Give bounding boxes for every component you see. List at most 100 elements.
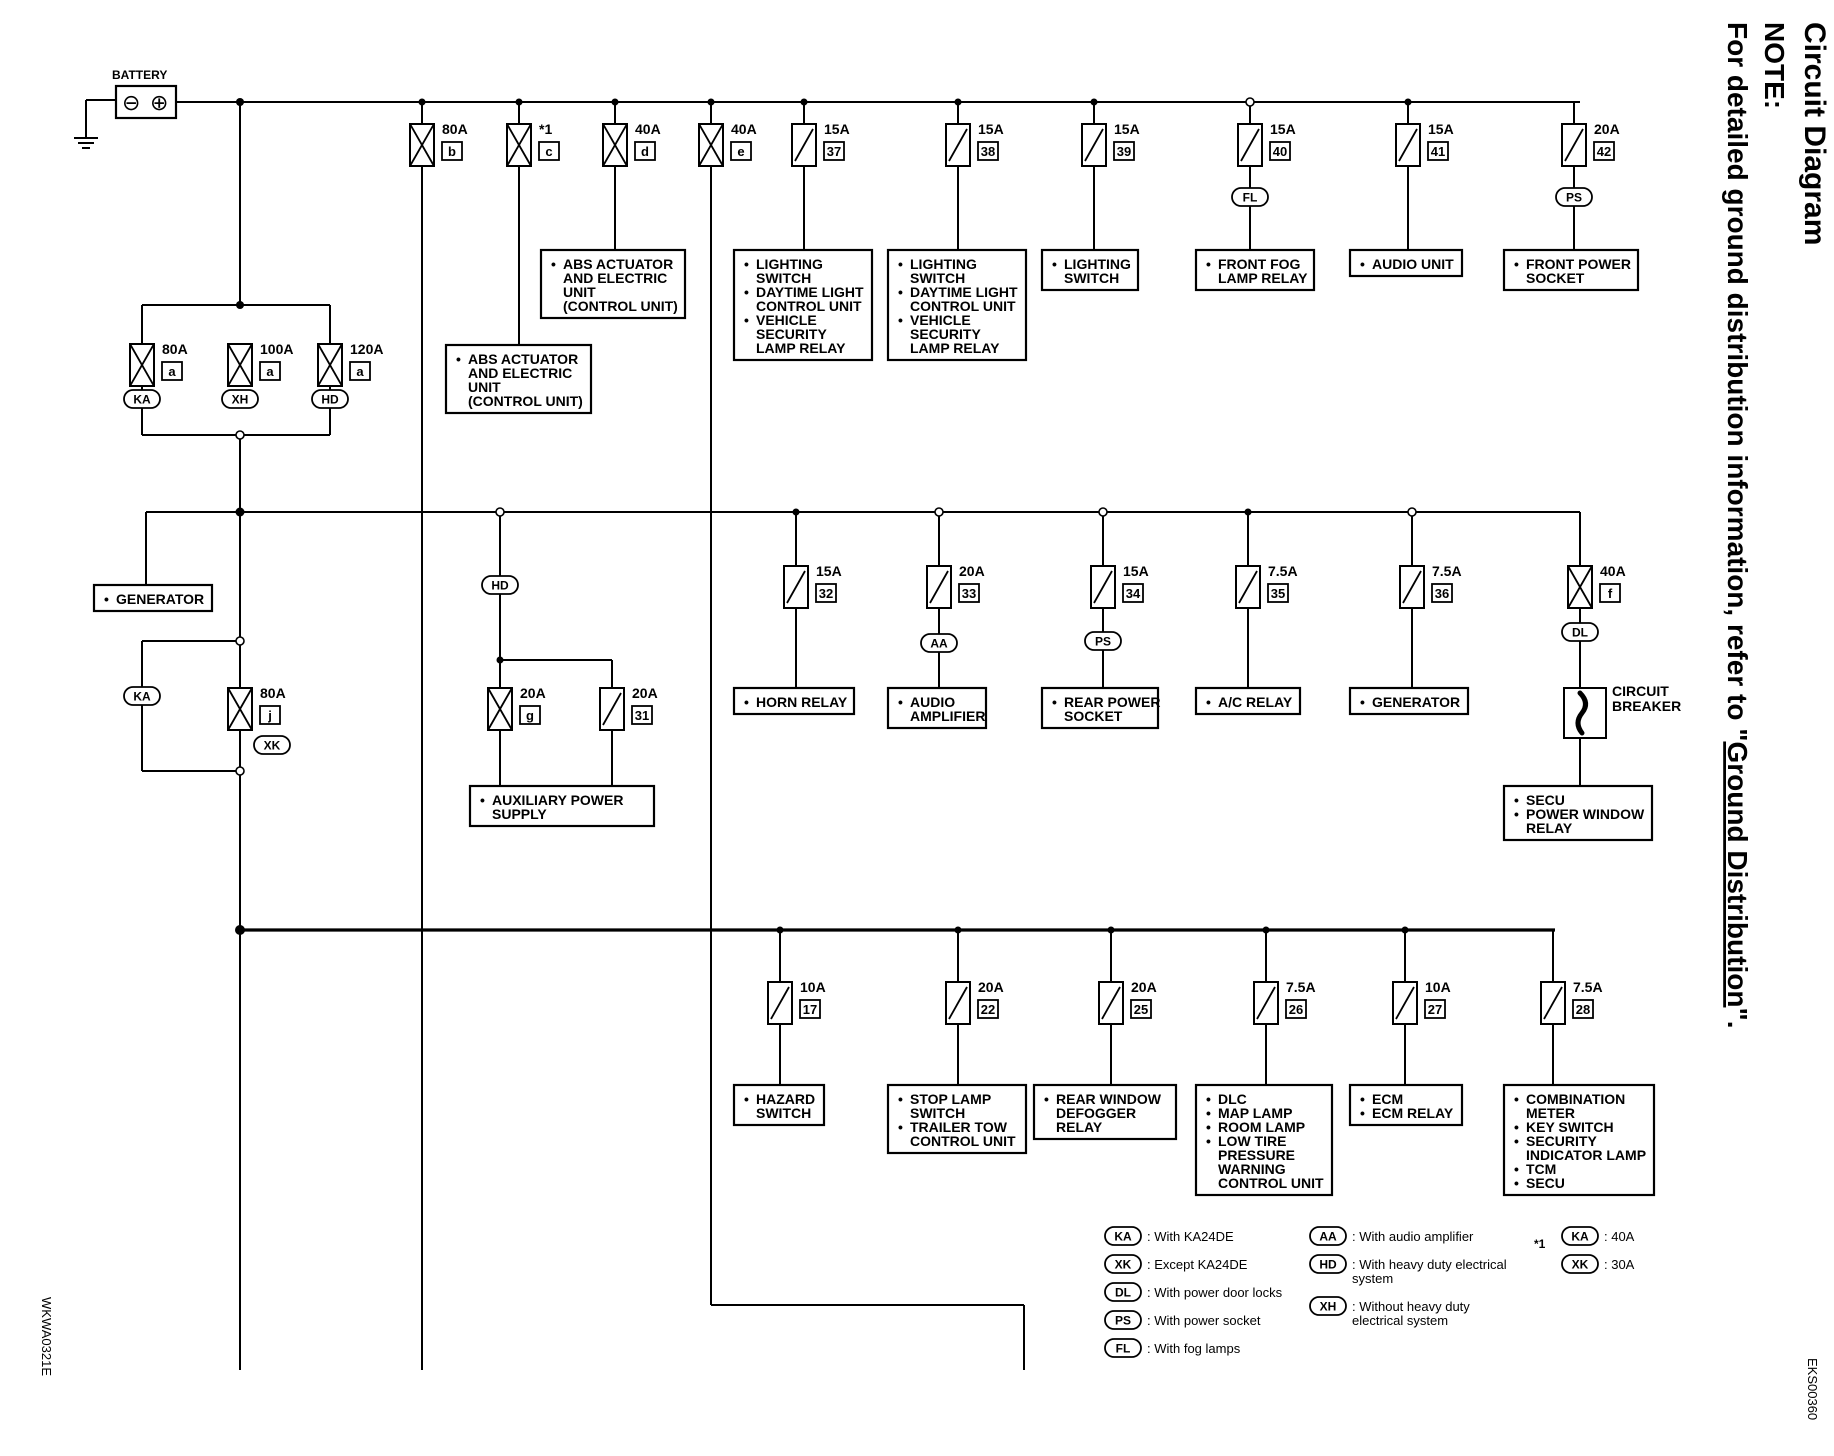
- load-line: WARNING: [1218, 1161, 1286, 1177]
- load-line: LAMP RELAY: [910, 340, 1000, 356]
- load-bullet: •: [1514, 1175, 1519, 1191]
- load-line: GENERATOR: [1372, 694, 1460, 710]
- load-line: REAR WINDOW: [1056, 1091, 1162, 1107]
- legend-text: : With power socket: [1147, 1313, 1261, 1328]
- section-code: EKS00360: [1805, 1358, 1820, 1420]
- condition-code: HD: [1319, 1258, 1337, 1272]
- fuse-rating: 40A: [731, 121, 757, 137]
- fuse-rating: 15A: [824, 121, 850, 137]
- fuse-rating: 7.5A: [1432, 563, 1462, 579]
- legend-item-xk: XK: Except KA24DE: [1104, 1254, 1248, 1274]
- load-bullet: •: [104, 591, 109, 607]
- load-line: AUXILIARY POWER: [492, 792, 623, 808]
- legend-code-xk: XK: [1104, 1254, 1142, 1274]
- fuse-index: 17: [803, 1002, 817, 1017]
- fuse-index: d: [641, 144, 649, 159]
- load-line: SWITCH: [756, 1105, 811, 1121]
- battery-label: BATTERY: [112, 68, 167, 82]
- circuit-breaker-label: BREAKER: [1612, 698, 1681, 714]
- condition-code: KA: [1571, 1230, 1589, 1244]
- fuse-index-box: [823, 141, 845, 161]
- load-line: LAMP RELAY: [1218, 270, 1308, 286]
- fuses: 80Ab*1c40Ad40Ae15A3715A3815A3915A4015A41…: [129, 121, 1626, 1025]
- load-line: CONTROL UNIT: [910, 298, 1016, 314]
- fuse-index-box: [1130, 999, 1152, 1019]
- xh-badge: XH: [221, 389, 259, 409]
- legend-code-dl: DL: [1104, 1282, 1142, 1302]
- condition-code: XK: [1115, 1258, 1132, 1272]
- fuse-index-box: [1267, 583, 1289, 603]
- load-box-frame: [444, 343, 593, 415]
- load-l26: •DLC•MAP LAMP•ROOM LAMP•LOW TIREPRESSURE…: [1194, 1083, 1334, 1197]
- fuse-index: 31: [635, 708, 649, 723]
- condition-code: AA: [1319, 1230, 1337, 1244]
- ground-distribution-link[interactable]: Ground Distribution: [1722, 741, 1753, 1007]
- load-bullet: •: [1514, 256, 1519, 272]
- fuse-index: 40: [1273, 144, 1287, 159]
- fuse-rating: 15A: [1114, 121, 1140, 137]
- load-box-frame: [1502, 1083, 1656, 1197]
- load-line: DEFOGGER: [1056, 1105, 1136, 1121]
- load-bullet: •: [1514, 806, 1519, 822]
- load-bullet: •: [1206, 256, 1211, 272]
- load-line: SOCKET: [1064, 708, 1123, 724]
- fuse-index: a: [168, 364, 176, 379]
- load-bullet: •: [1052, 256, 1057, 272]
- note-text: For detailed ground distribution informa…: [1722, 22, 1753, 1029]
- condition-code: KA: [133, 690, 151, 704]
- fuse-index-box: [1269, 141, 1291, 161]
- fuse-index: 22: [981, 1002, 995, 1017]
- fuse-rating: *1: [539, 121, 552, 137]
- load-line: DAYTIME LIGHT: [910, 284, 1018, 300]
- load-bullet: •: [1514, 1133, 1519, 1149]
- junctions: [235, 97, 1417, 935]
- fuse-index: 32: [819, 586, 833, 601]
- fuse-index-box: [815, 583, 837, 603]
- load-line: LAMP RELAY: [756, 340, 846, 356]
- legend-text: : With fog lamps: [1147, 1341, 1241, 1356]
- fuse-index: 41: [1431, 144, 1445, 159]
- fuse-index-box: [958, 583, 980, 603]
- fuse-index-box: [1572, 999, 1594, 1019]
- hd-badge: HD: [481, 575, 519, 595]
- fl-badge: FL: [1231, 187, 1269, 207]
- load-line: KEY SWITCH: [1526, 1119, 1614, 1135]
- load-line: REAR POWER: [1064, 694, 1160, 710]
- footnote-code: XK: [1561, 1254, 1599, 1274]
- load-box-frame: [732, 1083, 826, 1127]
- condition-code: XK: [264, 739, 281, 753]
- load-line: A/C RELAY: [1218, 694, 1293, 710]
- load-line: SWITCH: [910, 1105, 965, 1121]
- load-bullet: •: [1206, 1091, 1211, 1107]
- fuse-index-box: [634, 141, 656, 161]
- load-gen1: • GENERATOR: [92, 583, 214, 613]
- load-line: GENERATOR: [116, 591, 204, 607]
- fuse-index-box: [730, 141, 752, 161]
- fuse-rating: 20A: [1594, 121, 1620, 137]
- load-line: CONTROL UNIT: [756, 298, 862, 314]
- load-bullet: •: [1206, 1105, 1211, 1121]
- fuse-index: f: [1608, 586, 1613, 601]
- fuse-index-box: [977, 141, 999, 161]
- load-box-frame: [732, 248, 874, 362]
- page-title: Circuit Diagram: [1798, 22, 1831, 245]
- xk-badge: XK: [253, 735, 291, 755]
- fuse-index: a: [266, 364, 274, 379]
- figure-code: WKWA0321E: [39, 1297, 54, 1376]
- load-bullet: •: [898, 312, 903, 328]
